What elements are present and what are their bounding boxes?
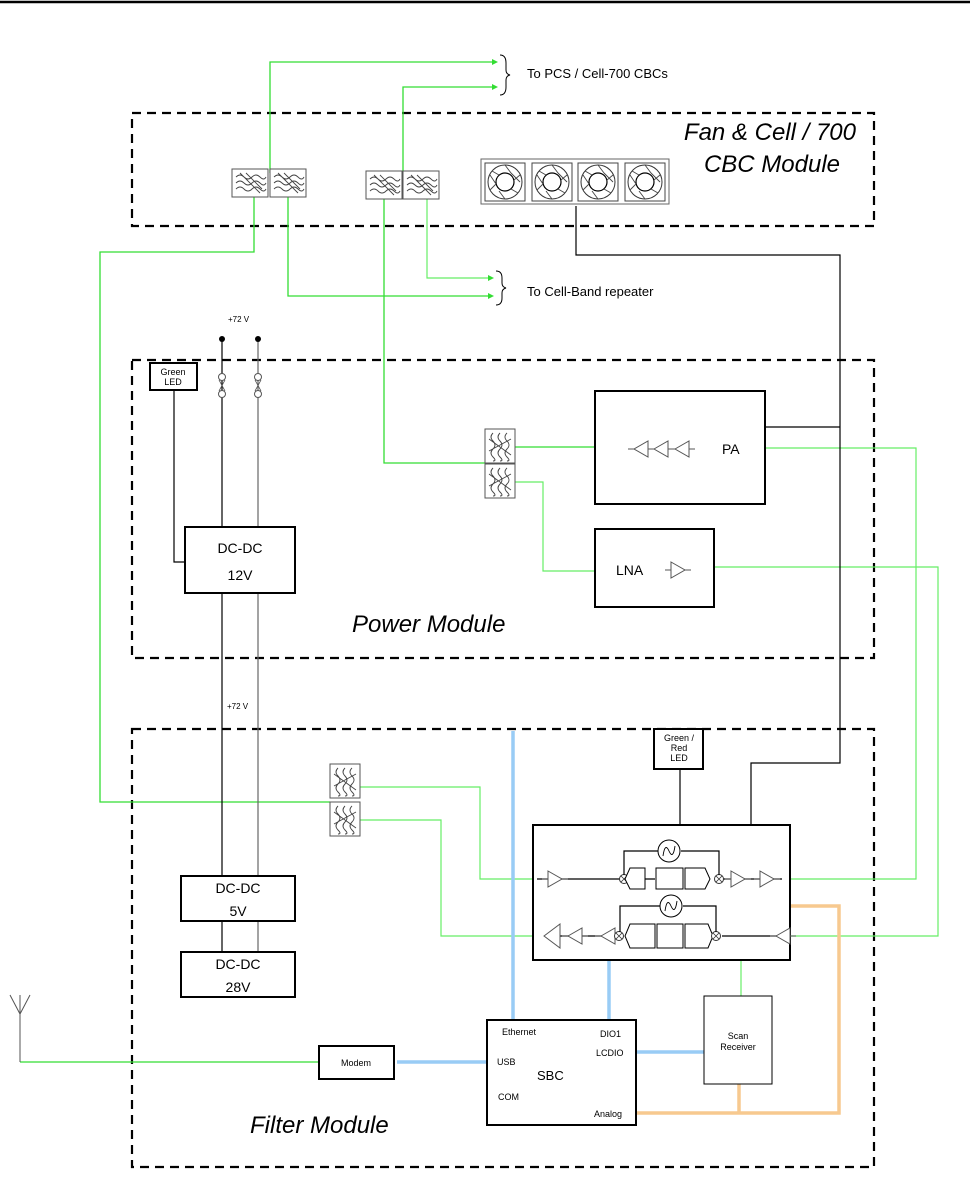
filter-icon (485, 429, 515, 463)
lna-block (595, 529, 714, 607)
green-led-label: Green (160, 367, 185, 377)
oscillator-icon (660, 895, 682, 917)
voltage-label-mid: +72 V (227, 702, 249, 711)
mixer-icon (615, 932, 624, 941)
mixer-icon (712, 932, 721, 941)
green-red-led-label: LED (670, 753, 688, 763)
voltage-label-top: +72 V (228, 315, 250, 324)
fan-cbc-module-title-line1: Fan & Cell / 700 (684, 119, 857, 146)
sbc-port-com: COM (498, 1092, 519, 1102)
sbc-port-ethernet: Ethernet (502, 1027, 537, 1037)
antenna-icon (10, 995, 30, 1062)
fuse-icon (219, 374, 226, 398)
to-cell-band-label: To Cell-Band repeater (527, 284, 654, 299)
fan-icon (532, 163, 572, 201)
to-pcs-label: To PCS / Cell-700 CBCs (527, 66, 668, 81)
terminal-dot-icon (219, 336, 225, 342)
sbc-label: SBC (537, 1068, 564, 1083)
scan-receiver-label: Receiver (720, 1042, 756, 1052)
dcdc-28v-label: DC-DC (215, 956, 260, 972)
dcdc-5v-label: DC-DC (215, 880, 260, 896)
scan-receiver-label: Scan (728, 1031, 749, 1041)
dcdc-12v-voltage: 12V (228, 567, 254, 583)
lna-label: LNA (616, 562, 644, 578)
sbc-port-analog: Analog (594, 1109, 622, 1119)
modem-label: Modem (341, 1058, 371, 1068)
brace-icon (500, 55, 510, 95)
dcdc-12v-label: DC-DC (217, 540, 262, 556)
fan-icon (625, 163, 665, 201)
rf-wiring (20, 59, 938, 1062)
filter-module-title: Filter Module (250, 1112, 389, 1139)
filter-icon (485, 464, 515, 498)
fan-cbc-module-title-line2: CBC Module (704, 151, 840, 178)
dcdc-5v-voltage: 5V (229, 903, 247, 919)
filter-icon (330, 802, 360, 836)
green-led-label: LED (164, 377, 182, 387)
sbc-port-dio1: DIO1 (600, 1029, 621, 1039)
sbc-port-usb: USB (497, 1057, 516, 1067)
terminal-dot-icon (255, 336, 261, 342)
mixer-icon (715, 875, 724, 884)
green-red-led-label: Red (671, 743, 688, 753)
filter-icon (366, 171, 402, 199)
sbc-port-lcdio: LCDIO (596, 1048, 624, 1058)
dcdc-12v-block (185, 527, 295, 593)
pa-label: PA (722, 441, 740, 457)
filter-icon (330, 764, 360, 798)
filter-icon (270, 169, 306, 197)
power-module-title: Power Module (352, 611, 505, 638)
fuse-icon (255, 374, 262, 398)
fan-icon (485, 163, 525, 201)
filter-icon (403, 171, 439, 199)
oscillator-icon (658, 840, 680, 862)
dcdc-28v-voltage: 28V (226, 979, 252, 995)
brace-icon (496, 271, 506, 305)
fan-icon (578, 163, 618, 201)
filter-icon (232, 169, 268, 197)
green-red-led-label: Green / (664, 733, 695, 743)
